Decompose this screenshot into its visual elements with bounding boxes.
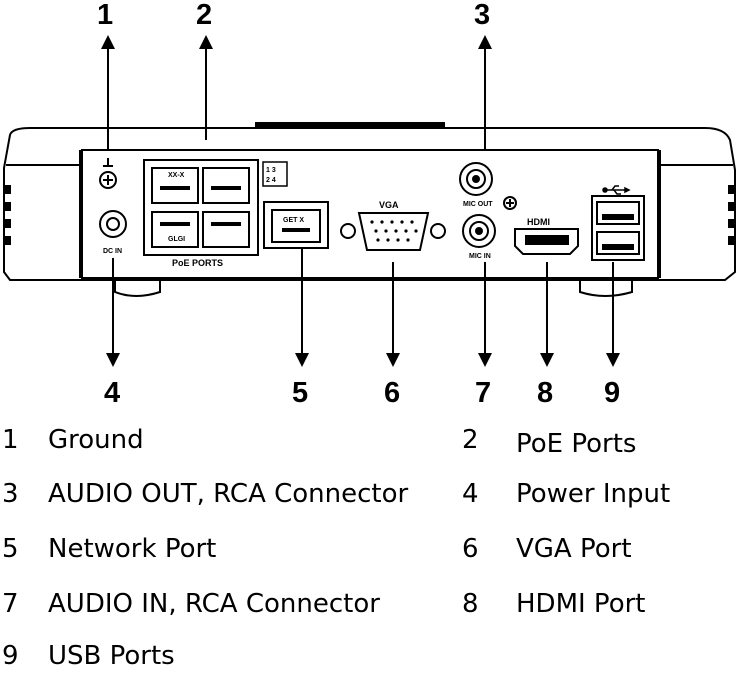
legend-label: AUDIO IN, RCA Connector (48, 589, 380, 619)
legend-label: VGA Port (516, 534, 632, 564)
legend-num: 3 (2, 479, 19, 509)
legend-row: 1 Ground 2 PoE Ports (0, 420, 739, 460)
callout-6: 6 (384, 377, 400, 409)
mic-out-label: MIC OUT (463, 201, 493, 208)
network-port (263, 201, 329, 249)
legend-label: Power Input (516, 479, 671, 509)
legend-num: 8 (462, 589, 479, 619)
port-map-box (262, 161, 288, 187)
poe-top-label: XX-X (168, 172, 185, 179)
callout-1: 1 (97, 0, 113, 31)
callout-arrows (101, 35, 620, 367)
legend-num: 7 (2, 589, 19, 619)
rear-panel-diagram: DC IN XX-X GLGI PoE PORTS 1 3 2 4 GET X (3, 0, 736, 409)
usb-icon (602, 185, 631, 195)
network-port-label: GET X (283, 217, 304, 224)
legend-num: 5 (2, 534, 19, 564)
callout-2: 2 (196, 0, 212, 31)
legend-num: 9 (2, 641, 19, 671)
legend-label: PoE Ports (516, 429, 637, 459)
callout-3: 3 (474, 0, 490, 31)
callout-8: 8 (537, 377, 553, 409)
network-port-pins (282, 228, 310, 232)
usb-port-tongues (602, 214, 634, 250)
callout-4: 4 (104, 377, 120, 409)
legend-label: Network Port (48, 534, 217, 564)
audio-out-connector (459, 162, 493, 196)
audio-in-connector (462, 214, 496, 248)
device-feet (114, 280, 633, 297)
port-map-bottom: 2 4 (266, 177, 276, 184)
side-vents (5, 185, 734, 245)
audio-out-ground-icon (503, 196, 517, 210)
dc-in-label: DC IN (103, 248, 122, 255)
legend-num: 4 (462, 479, 479, 509)
port-map-top: 1 3 (266, 167, 276, 174)
dc-in-jack (99, 210, 127, 238)
hdmi-port (514, 228, 579, 255)
legend-num: 6 (462, 534, 479, 564)
usb-ports (591, 195, 645, 261)
legend-label: USB Ports (48, 641, 175, 671)
legend-row: 9 USB Ports (0, 636, 739, 676)
mic-in-label: MIC IN (469, 253, 491, 260)
legend-label: Ground (48, 425, 144, 455)
poe-ports-label: PoE PORTS (172, 258, 223, 268)
legend-num: 1 (2, 425, 19, 455)
poe-bottom-label: GLGI (168, 236, 185, 243)
legend-row: 3 AUDIO OUT, RCA Connector 4 Power Input (0, 474, 739, 514)
callout-5: 5 (292, 377, 308, 409)
hdmi-label: HDMI (527, 217, 550, 227)
poe-ports (143, 159, 259, 256)
vga-label: VGA (379, 200, 399, 210)
legend-num: 2 (462, 425, 479, 455)
callout-7: 7 (475, 377, 491, 409)
ground-terminal (99, 158, 117, 189)
legend-label: AUDIO OUT, RCA Connector (48, 479, 409, 509)
legend-label: HDMI Port (516, 589, 646, 619)
callout-9: 9 (604, 377, 620, 409)
poe-port-pins (160, 186, 241, 226)
legend-row: 7 AUDIO IN, RCA Connector 8 HDMI Port (0, 584, 739, 624)
legend: 1 Ground 2 PoE Ports 3 AUDIO OUT, RCA Co… (0, 418, 739, 671)
legend-row: 5 Network Port 6 VGA Port (0, 529, 739, 569)
vga-pins (370, 220, 418, 242)
